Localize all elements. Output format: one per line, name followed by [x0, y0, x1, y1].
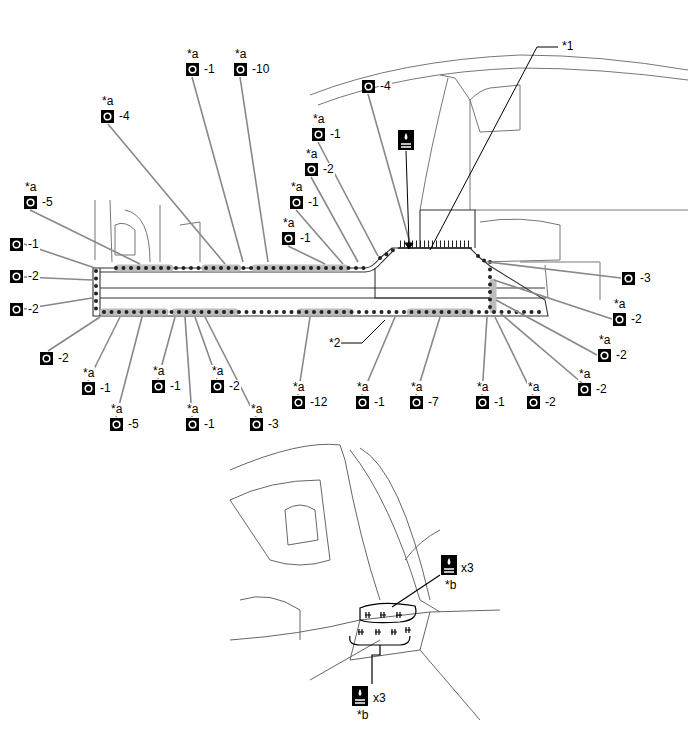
callout-number: -2 — [27, 270, 40, 283]
callout-number: -2 — [228, 380, 241, 393]
callout-number: -1 — [493, 396, 506, 409]
note-marker: *a — [410, 381, 423, 394]
callout-number: -2 — [27, 303, 40, 316]
callout-number: -1 — [299, 232, 312, 245]
callout-number: -2 — [57, 352, 70, 365]
note-marker: *a — [211, 365, 224, 378]
note-marker: *b — [356, 709, 369, 722]
callout-number: -10 — [251, 63, 270, 76]
callout-number: -1 — [329, 128, 342, 141]
note-marker: *a — [312, 113, 325, 126]
callout-number: -1 — [307, 196, 320, 209]
note-marker: *a — [305, 148, 318, 161]
callout-number: -2 — [630, 313, 643, 326]
callout-number: -1 — [99, 382, 112, 395]
note-marker: *a — [101, 95, 114, 108]
note-marker: *a — [578, 368, 591, 381]
note-marker: *a — [476, 381, 489, 394]
callout-number: -1 — [203, 63, 216, 76]
note-marker: *a — [82, 367, 95, 380]
note-marker: *a — [186, 403, 199, 416]
callout-number: -5 — [41, 196, 54, 209]
note-marker: *2 — [328, 337, 341, 350]
callout-number: -1 — [373, 396, 386, 409]
callout-number: x3 — [372, 692, 387, 705]
note-marker: *a — [598, 334, 611, 347]
note-marker: *a — [292, 381, 305, 394]
callout-number: -2 — [322, 163, 335, 176]
callout-number: -7 — [427, 396, 440, 409]
note-marker: *a — [250, 403, 263, 416]
callout-number: x3 — [460, 562, 475, 575]
callout-number: -12 — [309, 396, 328, 409]
callout-number: -5 — [127, 418, 140, 431]
callout-number: -3 — [267, 418, 280, 431]
note-marker: *a — [234, 48, 247, 61]
callout-number: -2 — [544, 396, 557, 409]
note-marker: *a — [290, 181, 303, 194]
callout-number: -4 — [118, 110, 131, 123]
callout-number: -1 — [203, 418, 216, 431]
note-marker: *a — [152, 365, 165, 378]
callout-number: -4 — [379, 80, 392, 93]
note-marker: *1 — [561, 40, 574, 53]
note-marker: *a — [186, 48, 199, 61]
note-marker: *b — [444, 579, 457, 592]
note-marker: *a — [527, 381, 540, 394]
callout-number: -1 — [27, 238, 40, 251]
callout-number: -2 — [615, 349, 628, 362]
note-marker: *a — [613, 298, 626, 311]
callout-number: -2 — [595, 383, 608, 396]
callout-number: -1 — [169, 380, 182, 393]
callout-number: -3 — [639, 272, 652, 285]
note-marker: *a — [282, 217, 295, 230]
note-marker: *a — [356, 381, 369, 394]
note-marker: *a — [24, 181, 37, 194]
note-marker: *a — [110, 403, 123, 416]
